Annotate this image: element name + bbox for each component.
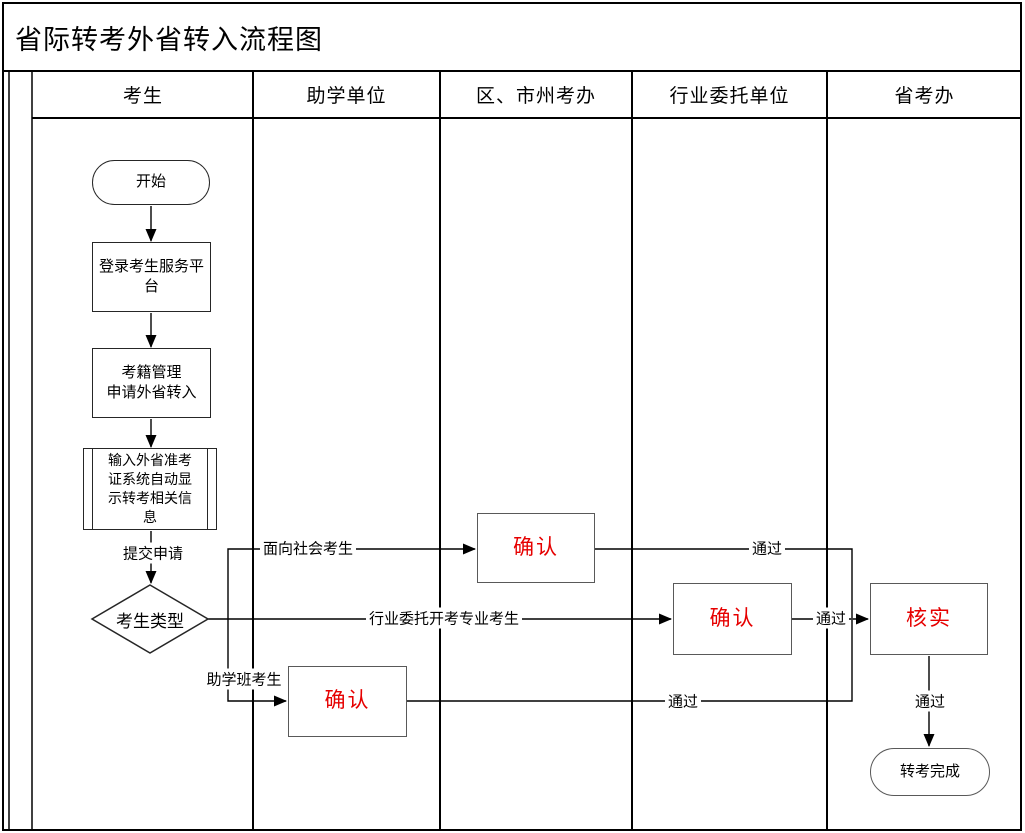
lane-header-label: 助学单位 [306,86,387,107]
lane-header-zhuxue-danwei: 助学单位 [253,71,440,118]
edge-label-submit-application: 提交申请 [119,542,187,564]
edge-label-pass-city: 通过 [748,537,786,559]
lane-header-label: 行业委托单位 [669,86,790,107]
page-title: 省际转考外省转入流程图 [3,3,1021,71]
node-input-admission-ticket: 输入外省准考证系统自动显示转考相关信息 [83,448,217,530]
node-end-label: 转考完成 [899,762,960,780]
lane-header-hangye-weituo: 行业委托单位 [632,71,827,118]
verify-label: 核实 [906,606,952,630]
confirm-label: 确认 [709,606,756,630]
confirm-label: 确认 [324,689,371,713]
node-confirm-city-office: 确认 [477,513,595,583]
node-login-platform: 登录考生服务平台 [92,242,211,312]
node-login-label: 登录考生服务平台 [98,257,204,295]
confirm-label: 确认 [513,535,559,559]
lane-header-label: 区、市州考办 [475,86,596,107]
decision-diamond-shape [90,584,210,654]
node-confirm-helper-unit: 确认 [288,666,407,737]
edge-confirm-helper-to-merge [407,620,853,702]
lane-header-shengkaoban: 省考办 [827,71,1022,118]
node-exam-record-manage: 考籍管理 申请外省转入 [92,348,211,418]
node-confirm-industry-unit: 确认 [673,583,792,655]
edge-decision-to-confirm-helper [227,619,287,707]
decision-label: 考生类型 [116,611,184,631]
node-manage-label: 考籍管理 申请外省转入 [106,363,197,401]
edge-confirm-city-to-merge [595,548,853,618]
edge-label-social-candidates: 面向社会考生 [259,537,357,559]
node-input-label: 输入外省准考证系统自动显示转考相关信息 [108,452,192,525]
lane-header-kaosheng: 考生 [33,71,253,118]
edge-label-pass-verify: 通过 [911,690,949,712]
edge-label-pass-helper: 通过 [664,690,702,712]
lane-header-label: 省考办 [894,86,955,107]
edge-label-helper-class-candidates: 助学班考生 [203,668,285,690]
page-title-text: 省际转考外省转入流程图 [15,24,323,55]
edge-label-pass-industry: 通过 [812,607,850,629]
node-start: 开始 [92,160,210,205]
node-start-label: 开始 [135,173,166,191]
edge-decision-to-confirm-city [227,543,476,619]
node-candidate-type-decision: 考生类型 [92,585,208,653]
node-end-transfer-complete: 转考完成 [870,748,990,796]
lane-header-label: 考生 [122,86,163,107]
node-verify-provincial-office: 核实 [870,583,988,655]
lane-header-qushizhou-kaoban: 区、市州考办 [440,71,632,118]
edge-label-industry-entrusted-candidates: 行业委托开考专业考生 [365,607,523,629]
